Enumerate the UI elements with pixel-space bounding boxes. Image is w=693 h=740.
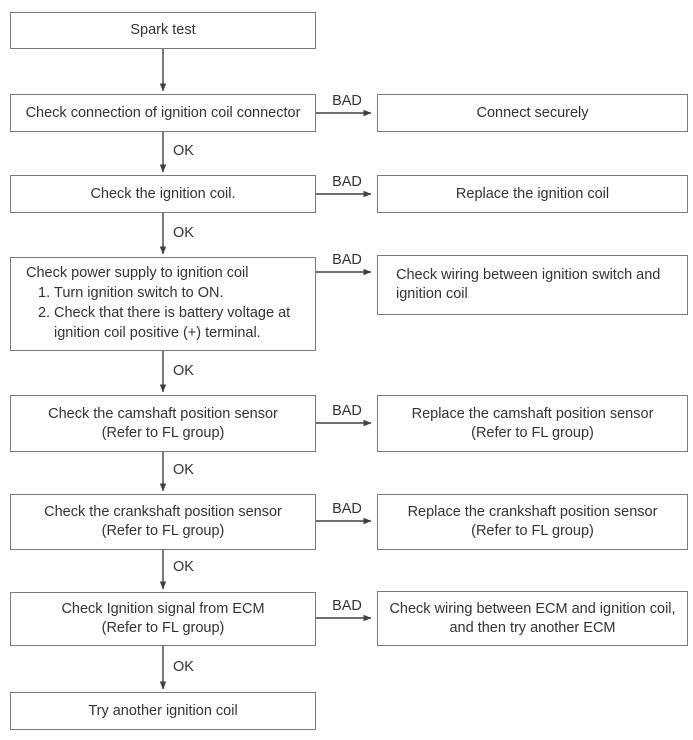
power-supply-title: Check power supply to ignition coil [26,265,249,281]
node-replace-camshaft-sensor: Replace the camshaft position sensor (Re… [377,395,688,452]
node-label: Replace the camshaft position sensor [411,405,654,422]
step-text-line: Check that there is battery voltage at [54,305,291,321]
node-try-another-coil: Try another ignition coil [10,692,316,730]
node-check-camshaft-sensor: Check the camshaft position sensor (Refe… [10,395,316,452]
node-sublabel: (Refer to FL group) [471,424,594,441]
node-replace-crankshaft-sensor: Replace the crankshaft position sensor (… [377,494,688,550]
power-supply-step-2: 2. Check that there is battery voltage a… [11,303,313,343]
node-check-ignition-coil: Check the ignition coil. [10,175,316,213]
node-label: Check the ignition coil. [90,185,236,202]
bad-label: BAD [332,93,362,109]
node-sublabel: (Refer to FL group) [101,523,225,539]
bad-label: BAD [332,252,362,268]
node-check-wiring-ecm: Check wiring between ECM and ignition co… [377,591,688,646]
node-spark-test: Spark test [10,12,316,49]
step-text-line: ignition coil positive (+) terminal. [54,325,261,341]
step-number: 2. [38,305,51,321]
node-sublabel: and then try another ECM [449,619,616,636]
bad-label: BAD [332,598,362,614]
node-label: Replace the crankshaft position sensor [407,504,658,520]
ok-label: OK [173,363,194,379]
node-label: Check wiring between ignition switch and [396,267,661,283]
ok-label: OK [173,143,194,159]
node-connect-securely: Connect securely [377,94,688,132]
node-label: Replace the ignition coil [455,185,610,202]
node-check-power-supply: Check power supply to ignition coil 1. T… [10,257,316,351]
node-check-connection: Check connection of ignition coil connec… [10,94,316,132]
node-replace-ignition-coil: Replace the ignition coil [377,175,688,213]
power-supply-step-1: 1. Turn ignition switch to ON. [11,283,313,303]
ok-label: OK [173,462,194,478]
bad-label: BAD [332,403,362,419]
node-sublabel: ignition coil [396,286,468,302]
node-label: Check the camshaft position sensor [48,405,278,422]
node-label: Check the crankshaft position sensor [44,504,282,520]
ok-label: OK [173,225,194,241]
step-text: Check that there is battery voltage at i… [54,303,290,343]
node-check-wiring-switch: Check wiring between ignition switch and… [377,255,688,315]
step-number: 1. [38,285,51,301]
node-label: Check wiring between ECM and ignition co… [389,600,676,617]
node-label: Connect securely [476,104,589,121]
node-label: Check Ignition signal from ECM [61,601,265,617]
node-label: Spark test [130,22,196,38]
step-text: Turn ignition switch to ON. [54,285,224,301]
node-sublabel: (Refer to FL group) [101,620,225,636]
node-check-crankshaft-sensor: Check the crankshaft position sensor (Re… [10,494,316,550]
node-label: Try another ignition coil [88,702,238,719]
node-label: Check connection of ignition coil connec… [25,104,301,121]
node-check-ecm-signal: Check Ignition signal from ECM (Refer to… [10,592,316,646]
node-sublabel: (Refer to FL group) [471,523,594,539]
ok-label: OK [173,559,194,575]
ok-label: OK [173,659,194,675]
node-sublabel: (Refer to FL group) [101,424,225,441]
bad-label: BAD [332,174,362,190]
bad-label: BAD [332,501,362,517]
